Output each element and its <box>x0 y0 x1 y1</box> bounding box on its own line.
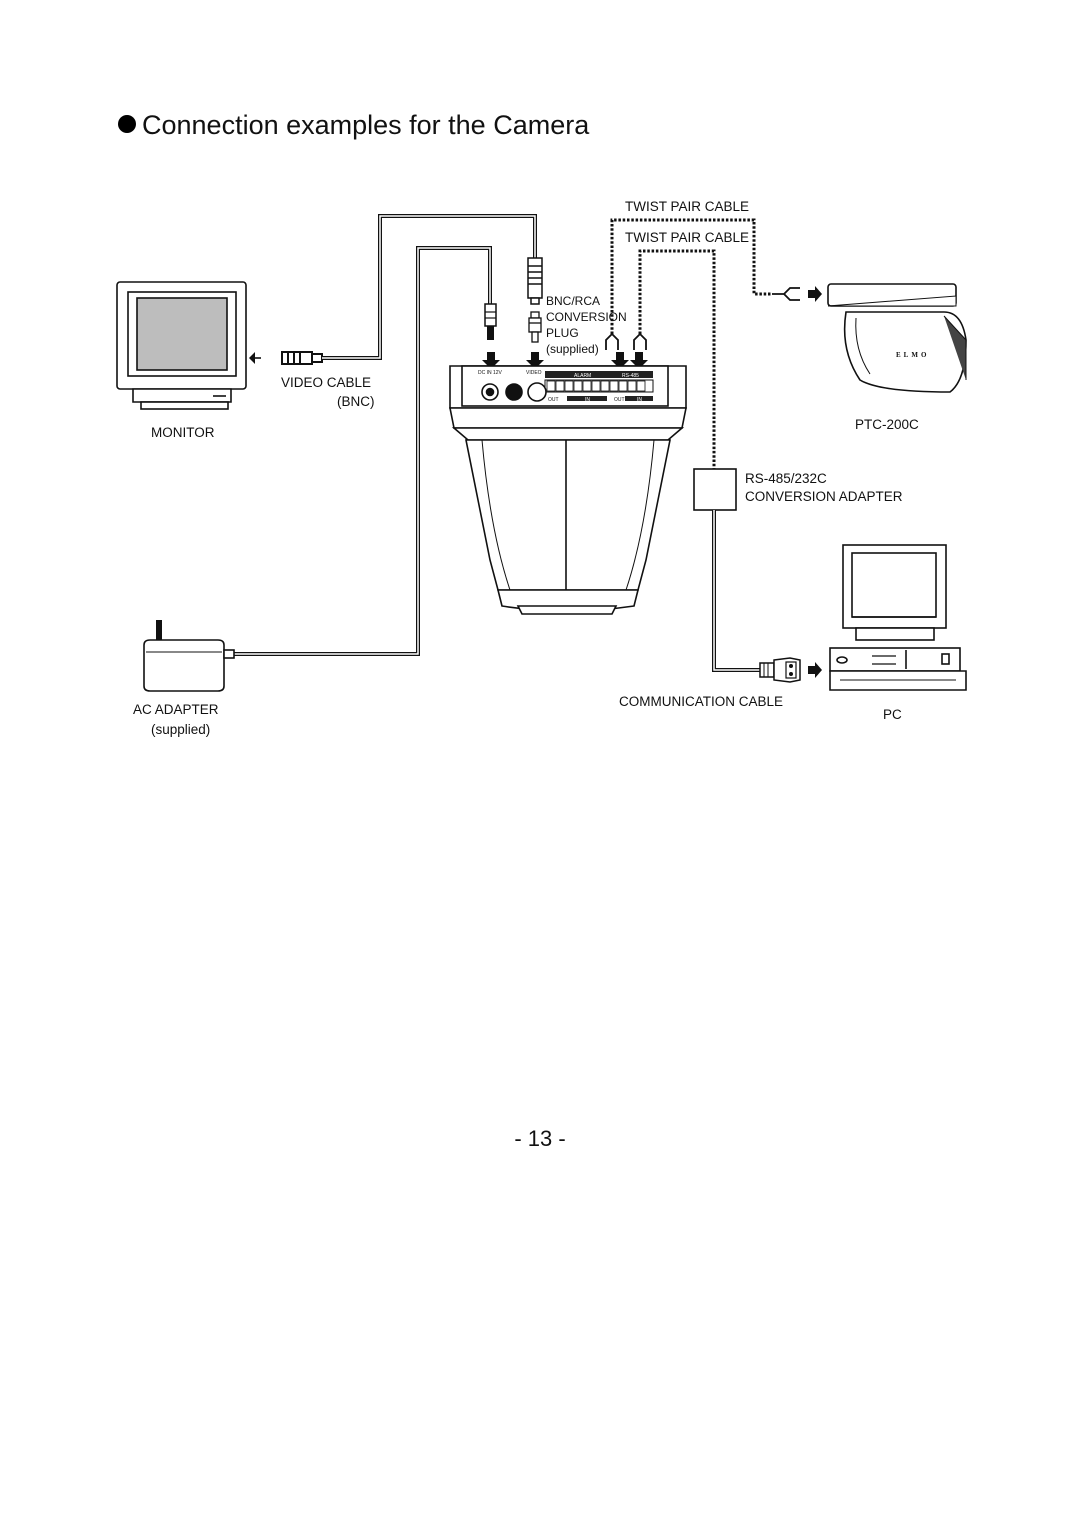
rs-adapter-label-line2: CONVERSION ADAPTER <box>745 489 903 504</box>
bnc-connector <box>527 257 543 305</box>
power-cable <box>234 246 497 656</box>
video-cable-bnc-label: (BNC) <box>337 394 375 409</box>
page-title-text: Connection examples for the Camera <box>142 110 590 140</box>
twist-pair-cable-label-1: TWIST PAIR CABLE <box>625 199 750 214</box>
ptc-label: PTC-200C <box>855 417 919 432</box>
panel-video: VIDEO <box>526 370 542 376</box>
ptc-arrow <box>808 286 822 302</box>
video-cable-label: VIDEO CABLE <box>281 375 372 390</box>
panel-dc-in: DC IN 12V <box>478 370 503 376</box>
monitor-label: MONITOR <box>151 425 215 440</box>
pc-label: PC <box>883 707 902 722</box>
communication-cable <box>712 510 801 683</box>
bnc-rca-plug-icon <box>528 311 542 343</box>
panel-out-2: OUT <box>614 397 625 403</box>
camera-illustration <box>449 365 687 615</box>
bnc-rca-supplied: (supplied) <box>546 342 599 356</box>
ac-adapter-label: AC ADAPTER <box>133 702 219 717</box>
panel-in-1: IN <box>585 397 590 403</box>
bnc-rca-label-line3: PLUG <box>546 326 579 340</box>
panel-alarm: ALARM <box>574 373 591 379</box>
panel-arrows <box>482 352 648 369</box>
panel-out-1: OUT <box>548 397 559 403</box>
twist-pair-cable-label-2: TWIST PAIR CABLE <box>625 230 750 245</box>
pc-arrow <box>808 662 822 678</box>
pc-illustration <box>829 544 967 691</box>
bullet-icon <box>118 115 136 133</box>
bnc-rca-label-line2: CONVERSION <box>546 310 627 324</box>
ptc-logo: ELMO <box>896 351 929 359</box>
bnc-rca-label-line1: BNC/RCA <box>546 294 601 308</box>
page-title: Connection examples for the Camera <box>118 110 589 141</box>
rs-adapter-illustration <box>693 468 737 511</box>
video-cable <box>249 214 537 365</box>
ptc-200c-illustration <box>827 283 967 393</box>
panel-in-2: IN <box>637 397 642 403</box>
monitor-illustration <box>116 281 247 410</box>
communication-cable-label: COMMUNICATION CABLE <box>619 694 784 709</box>
spade-connectors <box>605 287 800 350</box>
panel-rs485: RS-485 <box>622 373 639 379</box>
page-number: - 13 - <box>514 1126 566 1151</box>
ac-adapter-supplied: (supplied) <box>151 722 211 737</box>
ac-adapter-illustration <box>143 620 235 692</box>
rs-adapter-label-line1: RS-485/232C <box>745 471 827 486</box>
